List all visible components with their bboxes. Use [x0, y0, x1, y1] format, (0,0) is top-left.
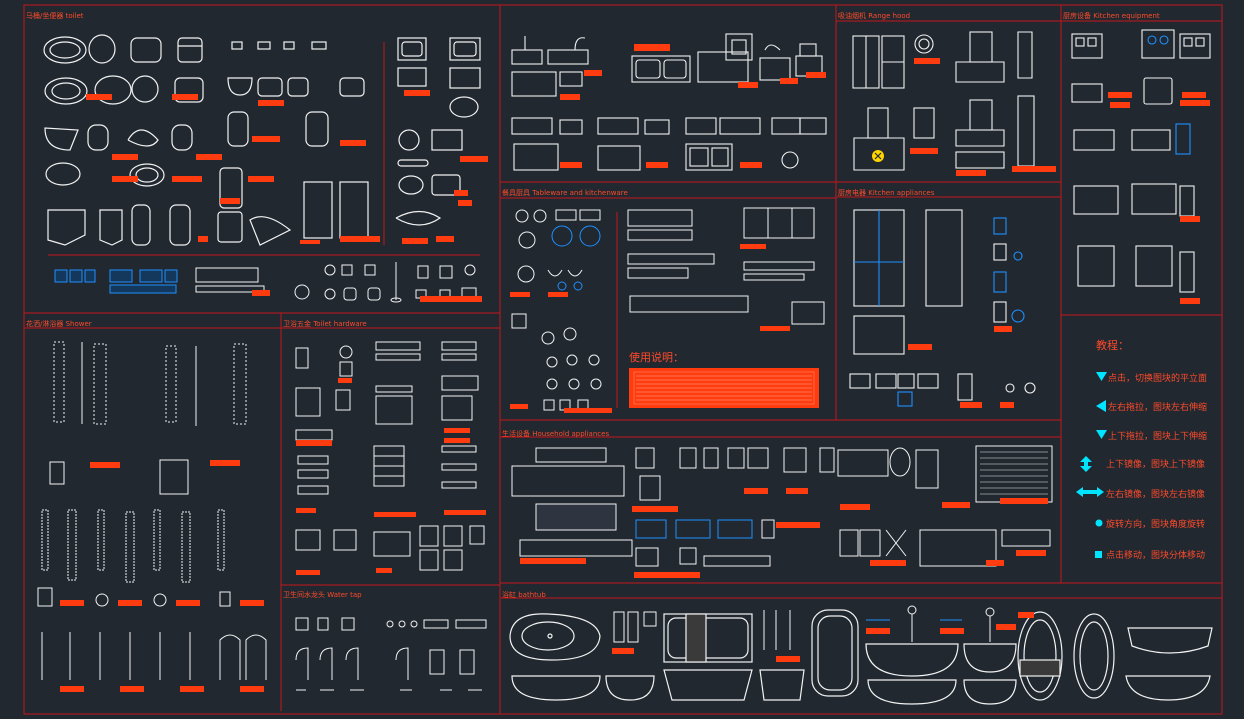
panel-title-bathtub: 浴缸 bathtub: [502, 590, 546, 599]
help-item-toggle-view: 点击，切换图块的平立面: [1108, 372, 1207, 384]
bathtub-fixture-blocks[interactable]: [613, 605, 995, 650]
range-hood-blocks[interactable]: [852, 31, 1035, 171]
panel-title-toilet: 马桶/坐便器 toilet: [26, 11, 84, 20]
panel-frame: [23, 4, 1223, 715]
usage-note-title: 使用说明：: [629, 350, 684, 364]
triangle-down-icon[interactable]: [1096, 372, 1107, 381]
panel-title-shower: 花洒/淋浴器 Shower: [26, 319, 92, 328]
triangle-left-icon[interactable]: [1096, 400, 1106, 412]
toilet-blocks[interactable]: [43, 34, 481, 246]
circle-dot-icon[interactable]: [1095, 519, 1103, 527]
sink-blocks[interactable]: [511, 33, 827, 171]
tableware-blocks[interactable]: [511, 207, 825, 411]
panel-title-household: 生活设备 Household appliances: [502, 429, 609, 438]
double-arrow-horizontal-icon[interactable]: [1076, 487, 1104, 497]
help-item-move-parts: 点击移动，图块分体移动: [1106, 549, 1205, 561]
panel-title-tableware: 餐具厨具 Tableware and kitchenware: [502, 188, 628, 197]
household-blocks[interactable]: [511, 445, 1053, 567]
panel-title-toilet-hardware: 卫浴五金 Toilet hardware: [283, 319, 367, 328]
water-tap-blocks[interactable]: [295, 617, 487, 691]
kitchen-equipment-blocks[interactable]: [1071, 29, 1211, 293]
help-title: 教程：: [1096, 339, 1129, 352]
usage-note: 使用说明：: [629, 350, 819, 408]
triangle-down-icon[interactable]: [1096, 430, 1107, 439]
toilet-accessory-blocks[interactable]: [195, 262, 477, 303]
help-item-mirror-horizontal: 左右镜像，图块左右镜像: [1106, 488, 1205, 500]
panel-title-range-hood: 吸油烟机 Range hood: [838, 11, 910, 20]
help-item-rotate: 旋转方向，图块角度旋转: [1106, 518, 1205, 530]
square-dot-icon[interactable]: [1095, 551, 1102, 558]
kitchen-appliance-blocks[interactable]: [849, 209, 1036, 407]
help-item-mirror-vertical: 上下镜像，图块上下镜像: [1106, 458, 1205, 470]
help-item-stretch-horizontal: 左右拖拉，图块左右伸缩: [1108, 401, 1207, 413]
panel-title-kitchen-appliances: 厨房电器 Kitchen appliances: [838, 188, 935, 197]
double-arrow-vertical-icon[interactable]: [1080, 456, 1092, 472]
household-hatching: [980, 451, 1048, 495]
panel-title-water-tap: 卫生间水龙头 Water tap: [283, 590, 362, 599]
help-panel: 教程： 点击，切换图块的平立面 左右拖拉，图块左右伸缩 上下拖拉，图块上下伸缩 …: [1076, 339, 1207, 561]
help-item-stretch-vertical: 上下拖拉，图块上下伸缩: [1108, 430, 1207, 442]
panel-title-kitchen-equipment: 厨房设备 Kitchen equipment: [1063, 11, 1160, 20]
yellow-fan-icon: [872, 150, 884, 162]
toilet-tile-blocks[interactable]: [54, 269, 178, 294]
toilet-hardware-blocks[interactable]: [295, 341, 485, 571]
label-tags: [60, 44, 1210, 692]
shower-blocks[interactable]: [37, 341, 267, 680]
bathtub-blocks[interactable]: [509, 609, 1213, 705]
